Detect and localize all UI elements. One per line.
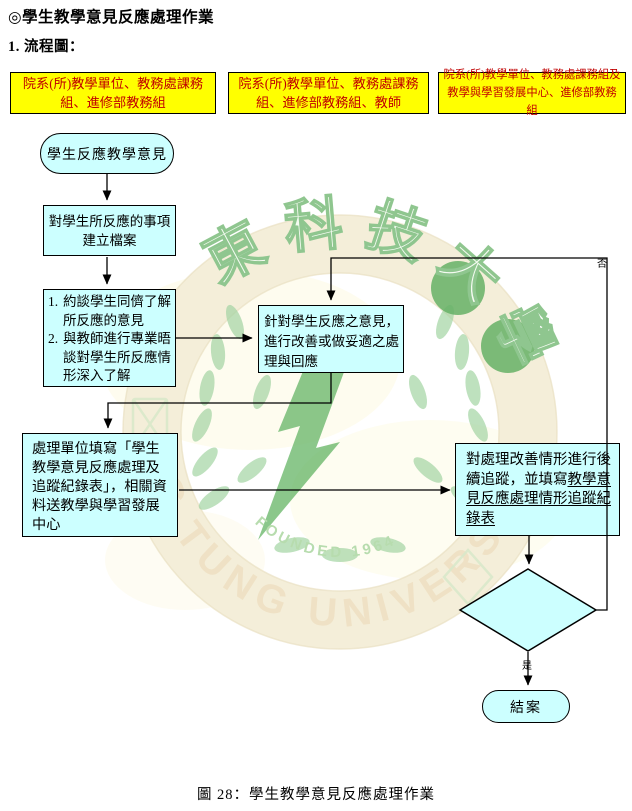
item-text: 約談學生同儕了解所反應的意見 <box>63 294 171 328</box>
flow-interview-node: 1. 約談學生同儕了解所反應的意見 2. 與教師進行專業晤談對學生所反應情形深入… <box>43 289 176 387</box>
seal-center-emblem <box>258 330 354 540</box>
track-text: 對處理改善情形進行後續追蹤，並填寫 <box>466 452 611 488</box>
item-text: 與教師進行專業晤談對學生所反應情形深入了解 <box>63 331 171 383</box>
flow-end-node: 結案 <box>482 690 570 723</box>
arrow-decision-no-loop <box>326 257 608 611</box>
flow-respond-node: 針對學生反應之意見，進行改善或做妥適之處理與回應 <box>258 305 404 373</box>
section-heading: 1. 流程圖： <box>8 39 84 55</box>
flow-create-file-node: 對學生所反應的事項建立檔案 <box>43 205 176 256</box>
flow-start-node: 學生反應教學意見 <box>40 133 174 174</box>
item-number: 2. <box>48 331 59 346</box>
lane-header-units-2: 院系(所)教學單位、教務處課務組、進修部教務組、教師 <box>228 72 429 114</box>
page-title: ◎學生教學意見反應處理作業 <box>8 9 215 26</box>
figure-caption: 圖 28：學生教學意見反應處理作業 <box>196 787 436 803</box>
lane-header-units-3: 院系(所)教學單位、教務處課務組及教學與學習發展中心、進修部教務組 <box>438 69 626 117</box>
flow-end-label: 結案 <box>510 700 542 716</box>
lane-header-label: 院系(所)教學單位、教務處課務組及教學與學習發展中心、進修部教務組 <box>443 68 621 118</box>
decision-yes-label: 是 <box>522 661 532 672</box>
decision-no-label: 否 <box>597 259 607 270</box>
interview-item-1: 1. 約談學生同儕了解所反應的意見 <box>48 293 172 330</box>
flow-track-node: 對處理改善情形進行後續追蹤，並填寫教學意見反應處理情形追蹤紀錄表 <box>455 443 620 536</box>
arrow-respond-to-record <box>103 373 332 429</box>
decision-diamond-shape <box>458 568 598 652</box>
lane-header-label: 院系(所)教學單位、教務處課務組、進修部教務組 <box>22 75 204 110</box>
flow-start-label: 學生反應教學意見 <box>47 147 167 163</box>
interview-item-2: 2. 與教師進行專業晤談對學生所反應情形深入了解 <box>48 330 172 386</box>
flow-record-node: 處理單位填寫「學生教學意見反應處理及追蹤紀錄表」，相關資料送教學與學習發展中心 <box>22 433 178 537</box>
lane-header-label: 院系(所)教學單位、教務處課務組、進修部教務組、教師 <box>238 75 419 110</box>
seal-right-ornament <box>442 548 494 606</box>
track-form-name: 教學意見反應處理情形追蹤紀錄表 <box>466 471 611 527</box>
lane-header-units-1: 院系(所)教學單位、教務處課務組、進修部教務組 <box>10 72 216 114</box>
item-number: 1. <box>48 294 59 309</box>
